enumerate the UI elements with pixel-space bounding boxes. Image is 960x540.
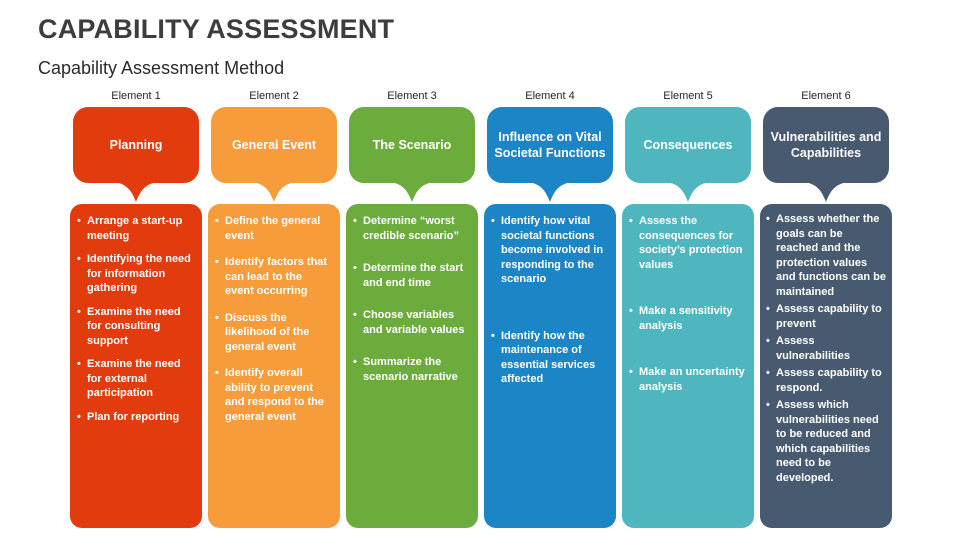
- list-item: Identify how vital societal functions be…: [491, 214, 609, 287]
- element-column: Element 5 Consequences Assess the conseq…: [622, 90, 754, 528]
- header-bubble: Influence on Vital Societal Functions: [487, 107, 613, 183]
- element-column: Element 3 The Scenario Determine “worst …: [346, 90, 478, 528]
- bullet-list: Assess whether the goals can be reached …: [766, 212, 887, 485]
- callout-tail-icon: [70, 182, 202, 202]
- element-columns: Element 1 Planning Arrange a start-up me…: [70, 90, 894, 528]
- list-item: Make an uncertainty analysis: [629, 365, 747, 394]
- body-box: Define the general eventIdentify factors…: [208, 204, 340, 528]
- header-label: Vulnerabilities and Capabilities: [770, 129, 882, 160]
- bullet-list: Arrange a start-up meetingIdentifying th…: [77, 214, 195, 424]
- list-item: Assess which vulnerabilities need to be …: [766, 398, 887, 485]
- list-item: Arrange a start-up meeting: [77, 214, 195, 243]
- header-label: Planning: [109, 137, 163, 152]
- list-item: Identify how the maintenance of essentia…: [491, 329, 609, 387]
- header-label: Consequences: [643, 137, 733, 152]
- list-item: Assess whether the goals can be reached …: [766, 212, 887, 299]
- list-item: Choose variables and variable values: [353, 308, 471, 337]
- element-label: Element 1: [111, 90, 161, 102]
- header-bubble: Planning: [73, 107, 199, 183]
- list-item: Discuss the likelihood of the general ev…: [215, 311, 333, 355]
- list-item: Summarize the scenario narrative: [353, 355, 471, 384]
- body-box: Identify how vital societal functions be…: [484, 204, 616, 528]
- list-item: Identify overall ability to prevent and …: [215, 366, 333, 424]
- header-label: Influence on Vital Societal Functions: [494, 129, 606, 160]
- element-column: Element 1 Planning Arrange a start-up me…: [70, 90, 202, 528]
- callout-tail-icon: [346, 182, 478, 202]
- page-title: CAPABILITY ASSESSMENT: [38, 14, 395, 44]
- body-box: Arrange a start-up meetingIdentifying th…: [70, 204, 202, 528]
- bullet-list: Define the general eventIdentify factors…: [215, 214, 333, 424]
- list-item: Assess capability to prevent: [766, 302, 887, 331]
- element-column: Element 4 Influence on Vital Societal Fu…: [484, 90, 616, 528]
- list-item: Assess the consequences for society’s pr…: [629, 214, 747, 272]
- page-subtitle: Capability Assessment Method: [38, 58, 285, 78]
- header-bubble: General Event: [211, 107, 337, 183]
- list-item: Define the general event: [215, 214, 333, 243]
- callout-tail-icon: [484, 182, 616, 202]
- bullet-list: Assess the consequences for society’s pr…: [629, 214, 747, 394]
- element-column: Element 2 General Event Define the gener…: [208, 90, 340, 528]
- element-label: Element 4: [525, 90, 575, 102]
- header-bubble: The Scenario: [349, 107, 475, 183]
- callout-tail-icon: [208, 182, 340, 202]
- element-label: Element 6: [801, 90, 851, 102]
- list-item: Assess capability to respond.: [766, 366, 887, 395]
- bullet-list: Identify how vital societal functions be…: [491, 214, 609, 387]
- list-item: Examine the need for external participat…: [77, 357, 195, 401]
- header-bubble: Vulnerabilities and Capabilities: [763, 107, 889, 183]
- callout-tail-icon: [622, 182, 754, 202]
- body-box: Assess the consequences for society’s pr…: [622, 204, 754, 528]
- list-item: Identifying the need for information gat…: [77, 252, 195, 296]
- body-box: Assess whether the goals can be reached …: [760, 204, 892, 528]
- list-item: Make a sensitivity analysis: [629, 304, 747, 333]
- header-label: General Event: [231, 137, 317, 152]
- header-bubble: Consequences: [625, 107, 751, 183]
- bullet-list: Determine “worst credible scenario” Deter…: [353, 214, 471, 384]
- element-column: Element 6 Vulnerabilities and Capabiliti…: [760, 90, 892, 528]
- list-item: Examine the need for consulting support: [77, 305, 195, 349]
- element-label: Element 5: [663, 90, 713, 102]
- element-label: Element 3: [387, 90, 437, 102]
- list-item: Determine the start and end time: [353, 261, 471, 290]
- callout-tail-icon: [760, 182, 892, 202]
- body-box: Determine “worst credible scenario” Deter…: [346, 204, 478, 528]
- list-item: Plan for reporting: [77, 410, 195, 425]
- list-item: Determine “worst credible scenario”: [353, 214, 471, 243]
- element-label: Element 2: [249, 90, 299, 102]
- header-label: The Scenario: [372, 137, 452, 152]
- list-item: Assess vulnerabilities: [766, 334, 887, 363]
- list-item: Identify factors that can lead to the ev…: [215, 255, 333, 299]
